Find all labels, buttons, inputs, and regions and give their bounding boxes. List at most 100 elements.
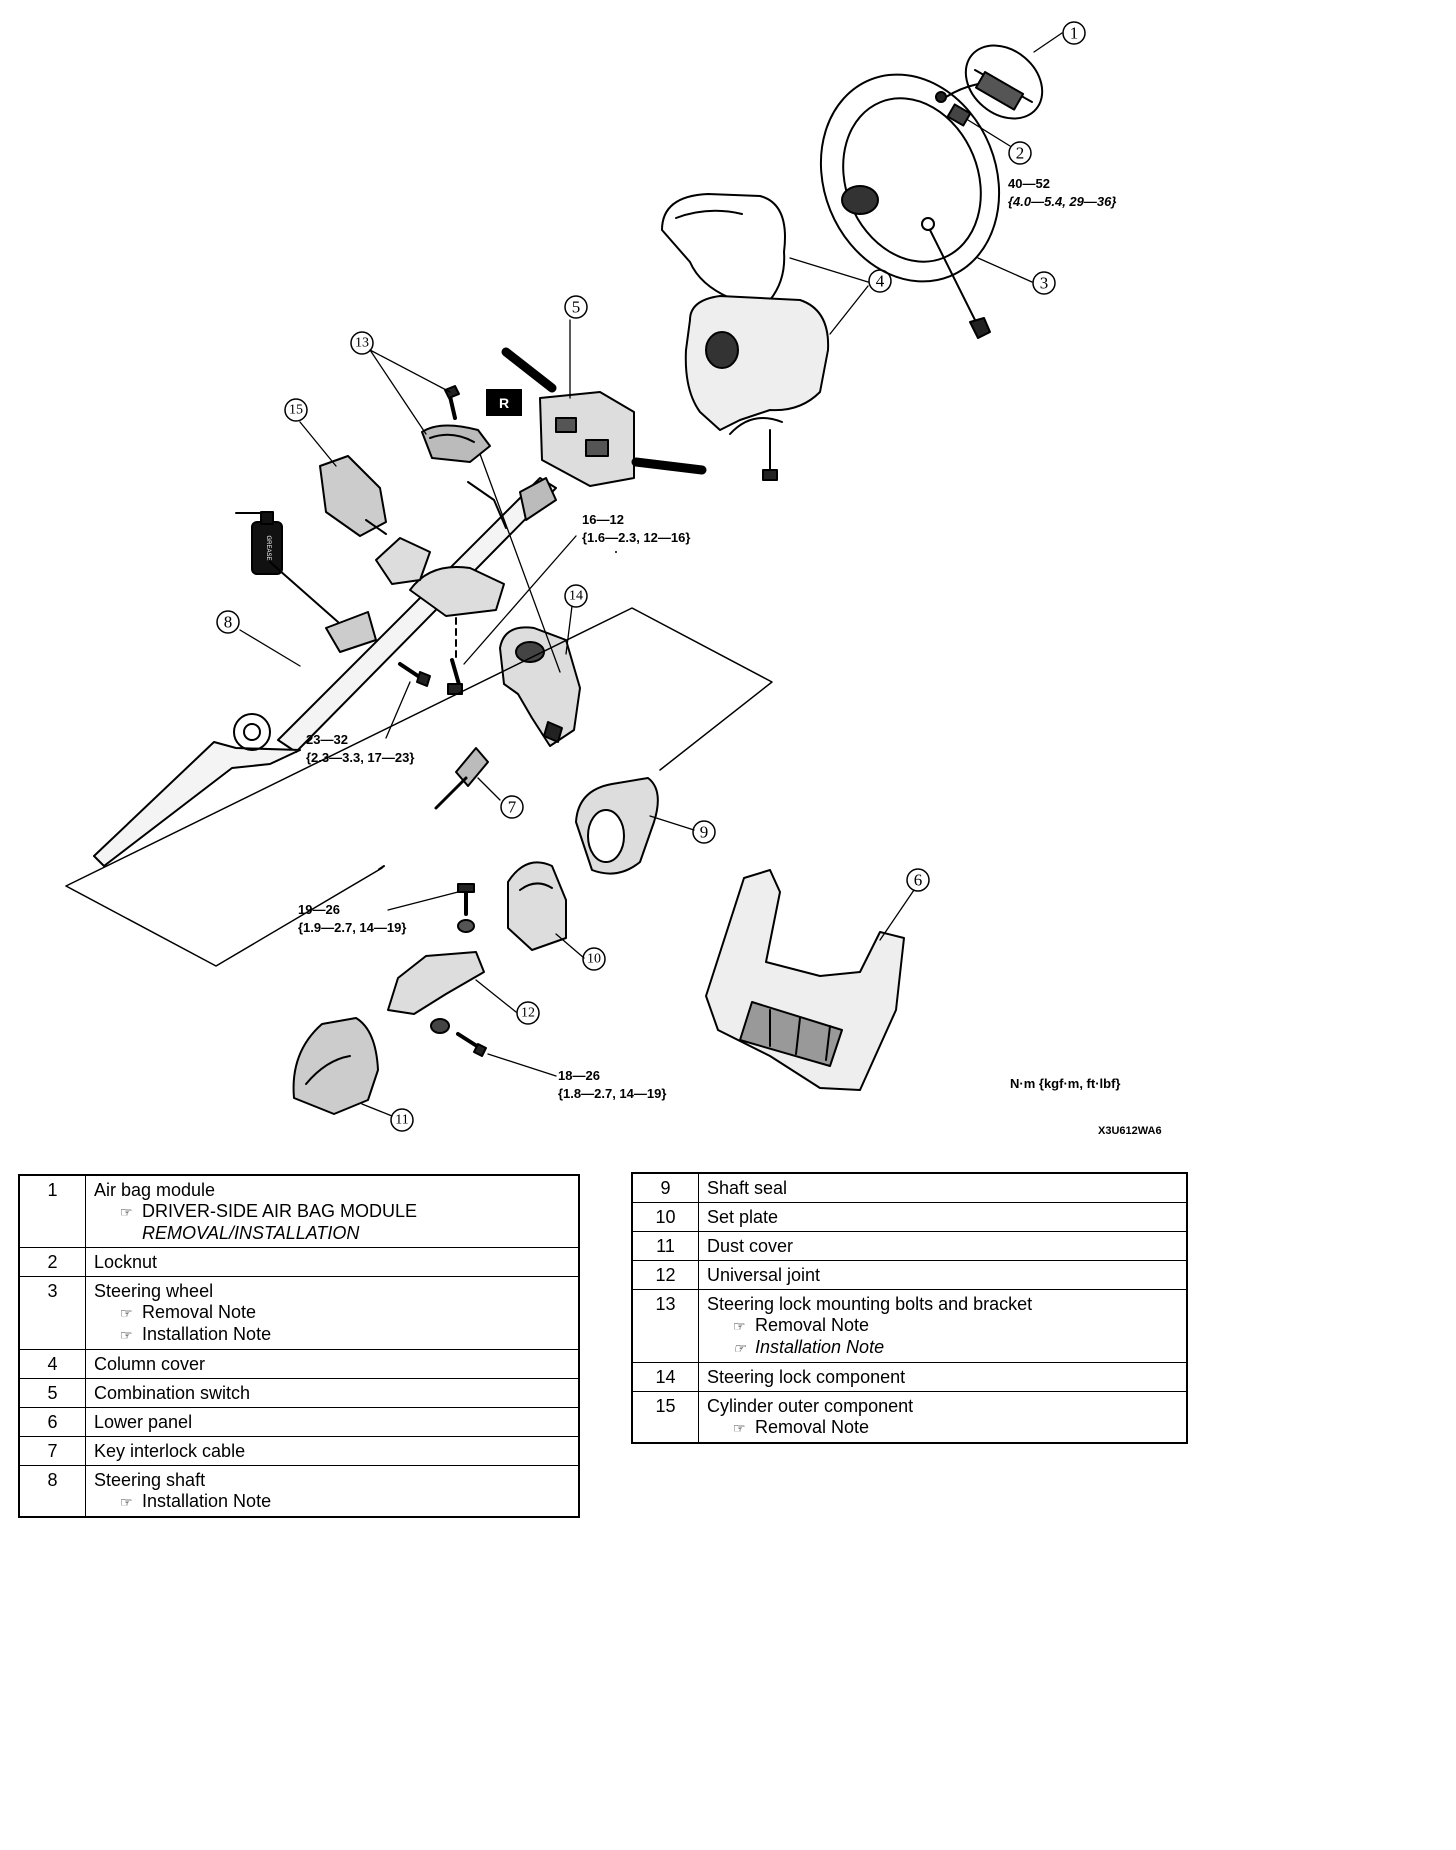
svg-text:{4.0—5.4, 29—36}: {4.0—5.4, 29—36} — [1008, 194, 1116, 209]
steering-shaft — [93, 477, 557, 867]
torque-spec-18-26: 18—26 {1.8—2.7, 14—19} — [558, 1068, 666, 1101]
reference-text: Installation Note — [755, 1337, 885, 1357]
exploded-steering-diagram: 1 2 3 4 5 6 7 8 9 10 11 12 13 14 15 R GR… — [65, 21, 1162, 1137]
callout-11: 11 — [395, 1113, 408, 1128]
part-number: 3 — [18, 1276, 86, 1350]
part-cell: Air bag module ☞ DRIVER-SIDE AIR BAG MODUL… — [85, 1174, 580, 1248]
callout-14: 14 — [569, 589, 583, 604]
parts-row: 7 Key interlock cable — [18, 1436, 580, 1466]
part-number: 8 — [18, 1465, 86, 1518]
part-number: 5 — [18, 1378, 86, 1408]
reference-text: DRIVER-SIDE AIR BAG MODULE — [142, 1201, 418, 1221]
part-name: Shaft seal — [707, 1178, 788, 1198]
callout-1: 1 — [1070, 24, 1079, 43]
reference-text: Installation Note — [142, 1324, 272, 1344]
callout-15: 15 — [289, 403, 303, 418]
part-number: 13 — [631, 1289, 699, 1363]
steering-wheel — [819, 73, 1001, 339]
callout-13: 13 — [355, 336, 369, 351]
reference-text: Removal Note — [755, 1417, 870, 1437]
svg-text:40—52: 40—52 — [1008, 176, 1050, 191]
reference-text: Removal Note — [142, 1302, 257, 1322]
part-number: 11 — [631, 1231, 699, 1261]
callout-3: 3 — [1040, 274, 1049, 293]
callout-5: 5 — [572, 298, 581, 317]
part-number: 9 — [631, 1172, 699, 1203]
reference-text: REMOVAL/INSTALLATION — [142, 1223, 360, 1243]
svg-text:R: R — [499, 395, 509, 411]
parts-row: 15 Cylinder outer component ☞ Removal Note — [631, 1391, 1188, 1444]
part-number: 4 — [18, 1349, 86, 1379]
callout-7: 7 — [508, 798, 517, 817]
callout-9: 9 — [700, 823, 709, 842]
steering-lock-component — [499, 626, 581, 747]
parts-row: 13 Steering lock mounting bolts and brack… — [631, 1289, 1188, 1363]
svg-text:18—26: 18—26 — [558, 1068, 600, 1083]
steering-lock-bracket — [421, 385, 491, 463]
reference-link[interactable]: REMOVAL/INSTALLATION — [94, 1223, 570, 1244]
part-name: Set plate — [707, 1207, 779, 1227]
reference-link[interactable]: ☞ Removal Note — [707, 1417, 1178, 1439]
part-number: 7 — [18, 1436, 86, 1466]
reference-link[interactable]: ☞ Installation Note — [707, 1337, 1178, 1359]
pointing-hand-icon: ☞ — [120, 1204, 133, 1220]
part-number: 2 — [18, 1247, 86, 1277]
svg-text:{2.3—3.3, 17—23}: {2.3—3.3, 17—23} — [306, 750, 414, 765]
shaft-seal — [575, 777, 659, 875]
svg-text:{1.6—2.3, 12—16}: {1.6—2.3, 12—16} — [582, 530, 690, 545]
part-number: 14 — [631, 1362, 699, 1392]
reference-link[interactable]: ☞Removal Note — [94, 1302, 570, 1324]
pointing-hand-icon: ☞ — [733, 1420, 746, 1436]
combination-switch — [501, 347, 707, 487]
part-name: Steering lock component — [707, 1367, 906, 1387]
torque-spec-19-26: 19—26 {1.9—2.7, 14—19} — [298, 902, 406, 935]
reference-link[interactable]: ☞Installation Note — [94, 1491, 570, 1513]
parts-row: 2 Locknut — [18, 1247, 580, 1277]
reference-link[interactable]: ☞Installation Note — [94, 1324, 570, 1346]
part-cell: Steering shaft☞Installation Note — [85, 1465, 580, 1518]
part-name: Steering wheel — [94, 1281, 214, 1301]
grease-tube — [235, 511, 339, 623]
callout-4: 4 — [876, 272, 885, 291]
part-cell: Lower panel — [85, 1407, 580, 1437]
part-cell: Dust cover — [698, 1231, 1188, 1261]
svg-text:{1.9—2.7, 14—19}: {1.9—2.7, 14—19} — [298, 920, 406, 935]
part-name: Key interlock cable — [94, 1441, 246, 1461]
exploded-boundary — [65, 607, 773, 967]
key-interlock-cable — [434, 747, 489, 810]
leader-lines — [239, 32, 1063, 1117]
reference-link[interactable]: ☞ DRIVER-SIDE AIR BAG MODULE — [94, 1201, 570, 1223]
column-cover — [661, 193, 830, 481]
part-cell: Steering wheel☞Removal Note☞Installation… — [85, 1276, 580, 1350]
part-cell: Key interlock cable — [85, 1436, 580, 1466]
callout-12: 12 — [521, 1006, 535, 1021]
replace-part-badge: R — [486, 389, 522, 416]
pointing-hand-icon: ☞ — [733, 1318, 746, 1334]
reference-link[interactable]: ☞Removal Note — [707, 1315, 1178, 1337]
part-cell: Set plate — [698, 1202, 1188, 1232]
part-cell: Cylinder outer component ☞ Removal Note — [698, 1391, 1188, 1444]
part-cell: Combination switch — [85, 1378, 580, 1408]
column-bolts — [398, 617, 463, 695]
part-cell: Column cover — [85, 1349, 580, 1379]
torque-spec-23-32: 23—32 {2.3—3.3, 17—23} — [306, 732, 414, 765]
universal-joint — [387, 883, 487, 1057]
part-number: 15 — [631, 1391, 699, 1444]
callout-6: 6 — [914, 871, 923, 890]
part-name: Air bag module — [94, 1180, 216, 1200]
parts-row: 10 Set plate — [631, 1202, 1188, 1232]
pointing-hand-icon: ☞ — [733, 1340, 746, 1356]
part-number: 10 — [631, 1202, 699, 1232]
part-name: Steering lock mounting bolts and bracket — [707, 1294, 1033, 1314]
callout-2: 2 — [1016, 144, 1025, 163]
part-name: Locknut — [94, 1252, 158, 1272]
lower-panel — [705, 869, 905, 1091]
part-name: Cylinder outer component — [707, 1396, 914, 1416]
